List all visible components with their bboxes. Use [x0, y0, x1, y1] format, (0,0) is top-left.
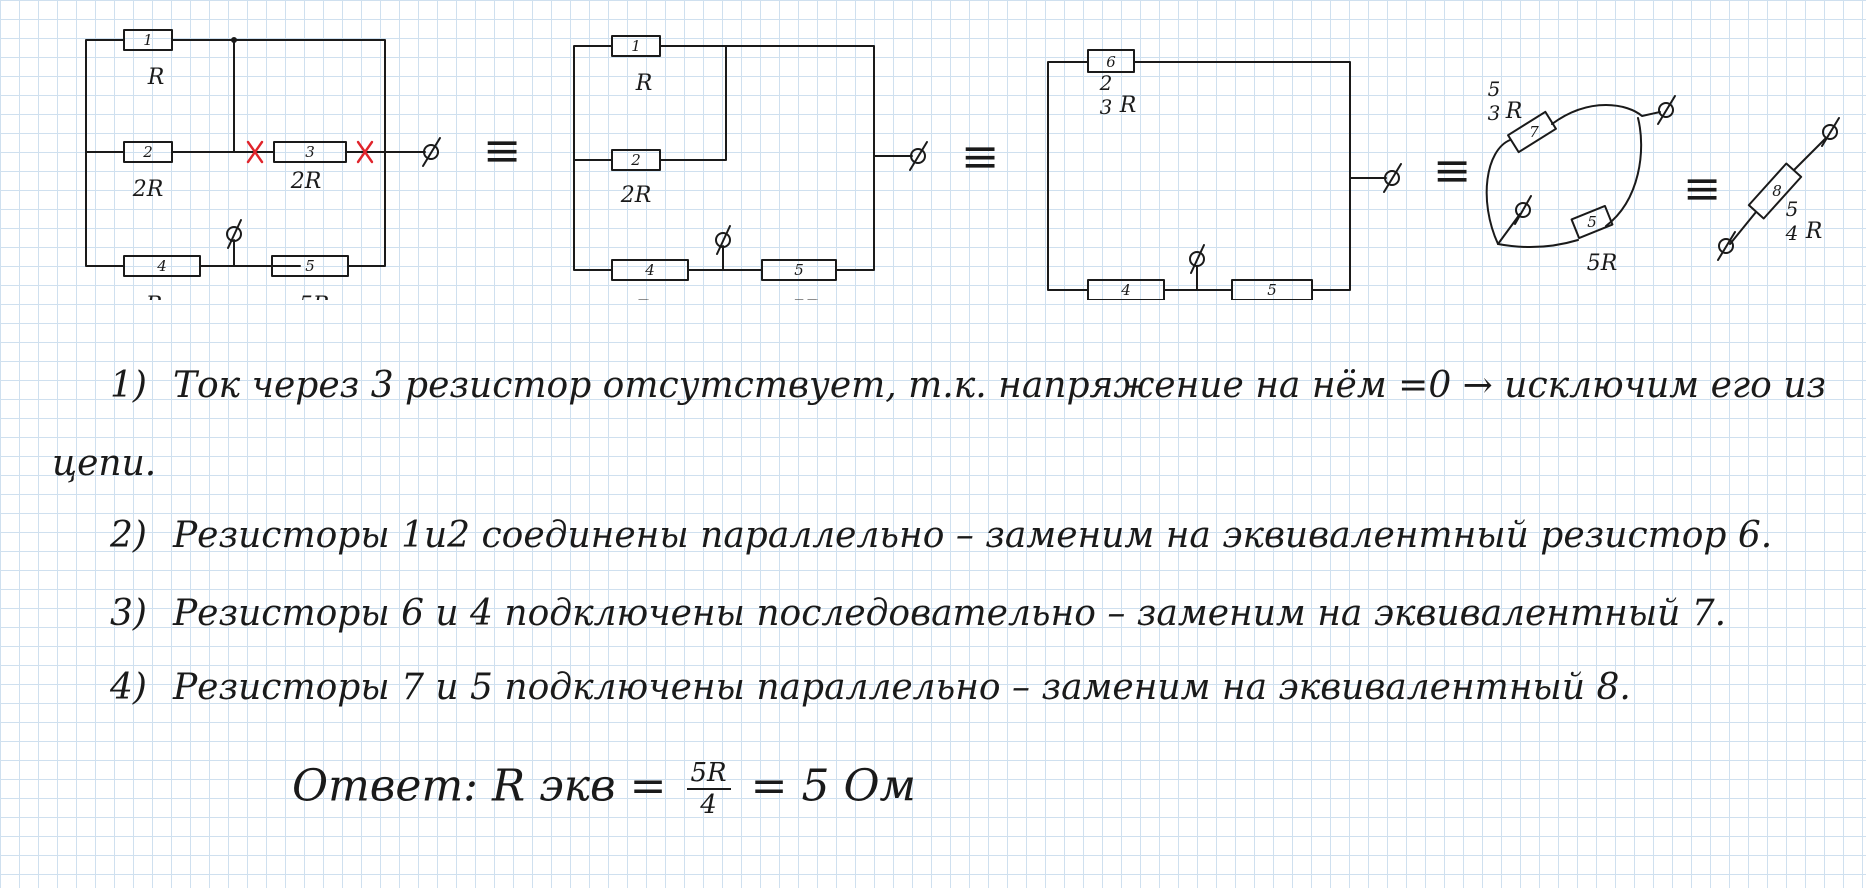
resistor-5-value: 5R	[299, 293, 330, 300]
resistor-8-value-denominator: 4	[1785, 221, 1799, 245]
terminal-mid	[1189, 244, 1205, 274]
resistor-1-number: 1	[631, 37, 641, 55]
resistor-7-value-denominator: 3	[1488, 101, 1501, 125]
resistor-2	[123, 141, 173, 163]
circuit-3	[1047, 49, 1402, 300]
answer-result: = 5 Ом	[750, 760, 917, 812]
resistor-6-value-symbol: R	[1119, 93, 1137, 118]
note-step-1: 1) Ток через 3 резистор отсутствует, т.к.…	[0, 368, 1866, 404]
answer-fraction: 5R 4	[686, 758, 731, 820]
note-step-1-number: 1)	[110, 365, 147, 406]
note-step-2-text: Резисторы 1и2 соединены параллельно – за…	[172, 515, 1773, 556]
note-step-2: 2) Резисторы 1и2 соединены параллельно – …	[0, 518, 1866, 554]
terminal-mid	[226, 219, 242, 249]
note-step-1-text: Ток через 3 резистор отсутствует, т.к. н…	[172, 365, 1827, 406]
terminal-right	[1383, 163, 1402, 193]
note-step-4-number: 4)	[110, 667, 147, 708]
resistor-1	[123, 29, 173, 51]
resistor-2-number: 2	[142, 143, 153, 161]
answer-symbol: R экв =	[492, 760, 667, 812]
circuit-3-wires	[1047, 61, 1387, 291]
resistor-5-number: 5	[1587, 213, 1597, 231]
resistor-4-number: 4	[156, 257, 167, 275]
resistor-5	[271, 255, 349, 277]
terminal-mid	[715, 225, 731, 255]
note-step-3: 3) Резисторы 6 и 4 подключены последовате…	[0, 596, 1866, 632]
circuit-1	[85, 29, 441, 277]
resistor-7-number: 7	[1529, 123, 1539, 141]
resistor-3-value: 2R	[290, 169, 322, 194]
resistor-1-number: 1	[143, 31, 153, 49]
resistor-6-value-numerator: 2	[1099, 71, 1113, 95]
cross-mark-left	[246, 140, 264, 164]
note-step-1-continuation: цепи.	[52, 443, 157, 484]
note-step-2-number: 2)	[110, 515, 147, 556]
resistor-5-number: 5	[1267, 281, 1277, 299]
note-step-4: 4) Резисторы 7 и 5 подключены параллельно…	[0, 670, 1866, 706]
note-step-4-text: Резисторы 7 и 5 подключены параллельно –…	[172, 667, 1631, 708]
resistor-5-value: 5R	[791, 297, 822, 300]
resistor-8-value-numerator: 5	[1786, 197, 1799, 221]
terminal-right	[422, 137, 441, 167]
resistor-4-value: R	[145, 293, 163, 300]
circuit-5-wire	[1729, 137, 1827, 245]
resistor-2-value: 2R	[620, 183, 652, 208]
note-step-3-text: Резисторы 6 и 4 подключены последователь…	[172, 593, 1727, 634]
resistor-2-value: 2R	[132, 177, 164, 202]
resistor-1	[611, 35, 661, 57]
resistor-4	[1087, 279, 1165, 300]
circuit-4-branch-upper	[1485, 104, 1661, 245]
resistor-2	[611, 149, 661, 171]
resistor-4-value: R	[635, 297, 653, 300]
resistor-8-value-symbol: R	[1805, 219, 1823, 244]
resistor-3-number: 3	[305, 143, 315, 161]
equiv-sign-2: ≡	[961, 129, 1000, 183]
resistor-6-number: 6	[1106, 53, 1116, 71]
terminal-right	[909, 141, 928, 171]
note-step-3-number: 3)	[110, 593, 147, 634]
resistor-4-number: 4	[644, 261, 655, 279]
equiv-sign-1: ≡	[483, 123, 522, 177]
equiv-sign-4: ≡	[1683, 161, 1722, 215]
circuit-4	[1485, 95, 1676, 248]
terminal-top	[1821, 117, 1840, 147]
resistor-6-value-denominator: 3	[1100, 95, 1113, 119]
answer-label: Ответ:	[292, 760, 478, 812]
resistor-3	[273, 141, 347, 163]
resistor-4	[123, 255, 201, 277]
answer-fraction-numerator: 5R	[686, 758, 731, 790]
resistor-4-number: 4	[1120, 281, 1131, 299]
equiv-sign-3: ≡	[1433, 143, 1472, 197]
resistor-5	[1231, 279, 1313, 300]
circuit-5	[1717, 117, 1840, 261]
terminal-top	[1657, 95, 1676, 125]
answer-fraction-denominator: 4	[700, 790, 717, 820]
resistor-8-number: 8	[1772, 182, 1782, 200]
resistor-5	[1570, 204, 1614, 240]
terminal-inner	[1514, 195, 1532, 225]
circuit-2-wires	[573, 45, 913, 271]
resistor-1-value: R	[147, 65, 165, 90]
circuit-4-branch-lower	[1497, 117, 1643, 248]
resistor-7	[1507, 110, 1557, 154]
resistor-2-number: 2	[630, 151, 641, 169]
resistor-1-value: R	[635, 71, 653, 96]
resistor-7-value-numerator: 5	[1488, 77, 1501, 101]
resistor-6	[1087, 49, 1135, 73]
cross-mark-right	[356, 140, 374, 164]
resistor-5	[761, 259, 837, 281]
resistor-5-number: 5	[794, 261, 804, 279]
resistor-5-value: 5R	[1587, 251, 1618, 276]
resistor-5-number: 5	[305, 257, 315, 275]
resistor-4	[611, 259, 689, 281]
resistor-7-value-symbol: R	[1505, 99, 1523, 124]
answer: Ответ: R экв = 5R 4 = 5 Ом	[292, 758, 916, 820]
terminal-bottom	[1717, 231, 1736, 261]
circuit-diagrams: 1 R 2 2R 3 2R 4 R 5 5R ≡ 1 R 2 2R 4 R 5 …	[85, 29, 1840, 300]
resistor-8	[1747, 162, 1803, 220]
circuit-2	[573, 35, 928, 281]
